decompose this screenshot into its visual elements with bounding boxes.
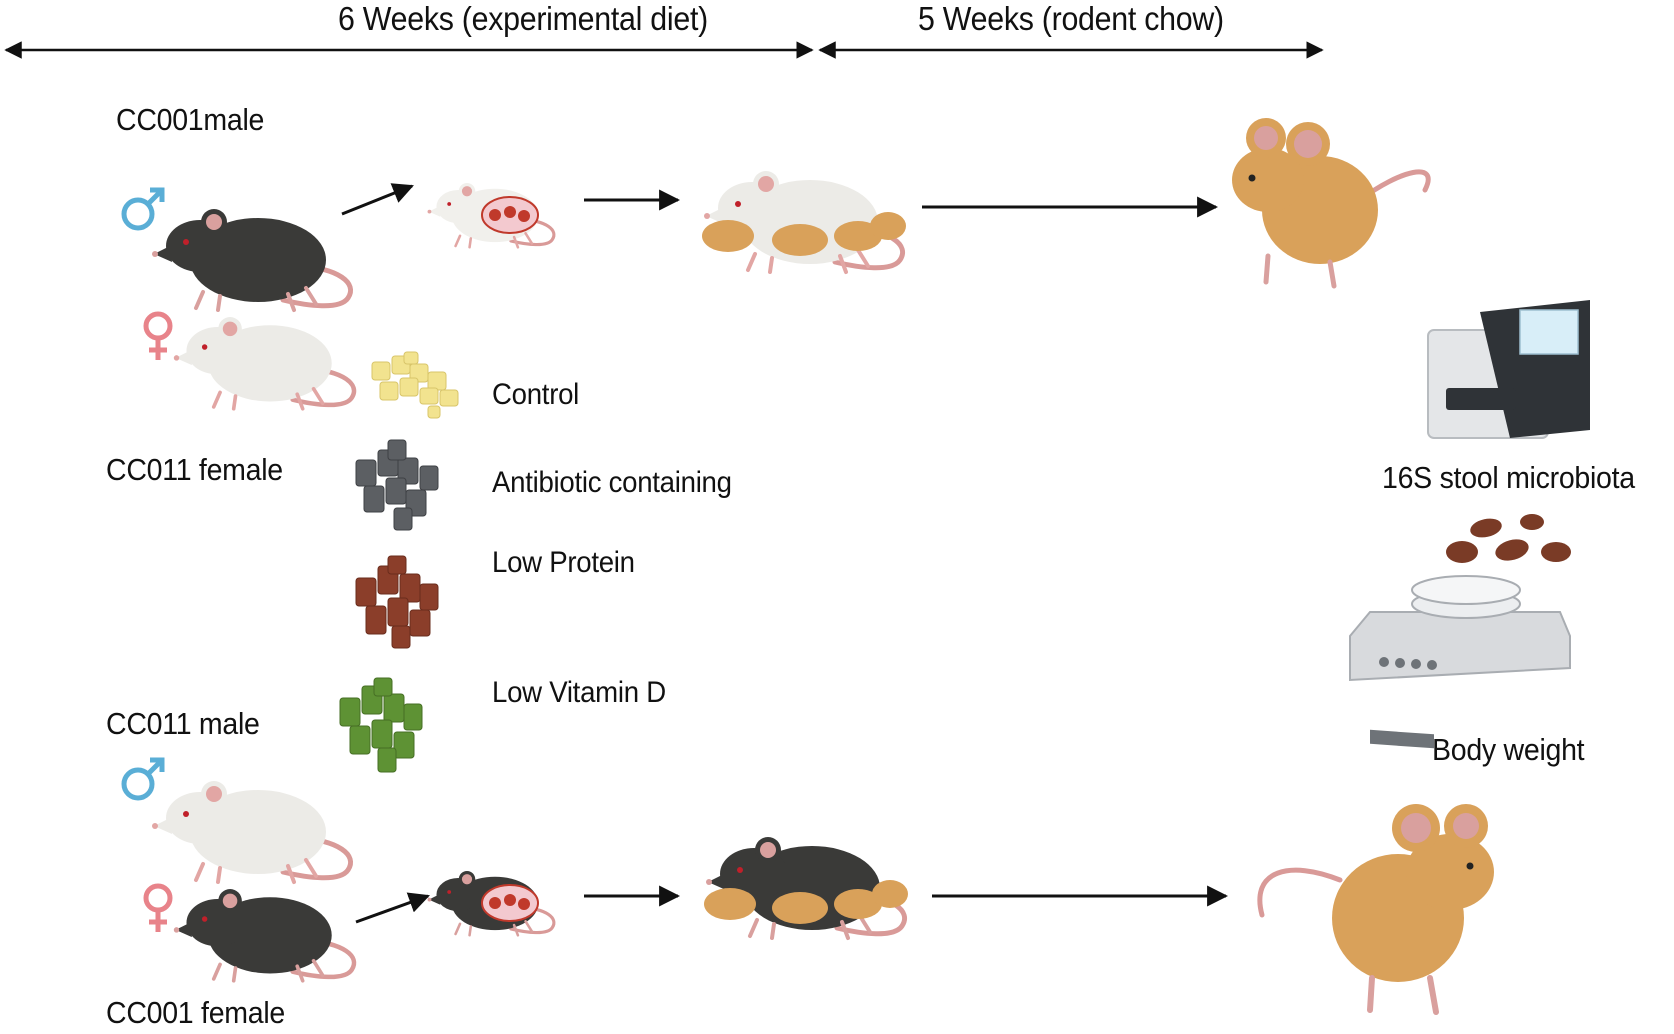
mouse-icon — [173, 889, 355, 981]
diet-label-low-vitamin-d: Low Vitamin D — [492, 676, 666, 709]
diet-label-low-protein: Low Protein — [492, 546, 635, 579]
measurement-label-microbiota: 16S stool microbiota — [1382, 460, 1635, 495]
flow-arrow — [341, 183, 414, 216]
timeline-label-experimental: 6 Weeks (experimental diet) — [338, 0, 708, 37]
scale-icon — [1349, 575, 1571, 749]
cross-label-bottom-male: CC011 male — [106, 706, 260, 741]
diet-pellets-antibiotic-icon — [355, 439, 439, 531]
cross-label-top-female: CC011 female — [106, 452, 283, 487]
mouse-icon — [1232, 118, 1431, 289]
mouse-icon — [173, 317, 355, 409]
female-symbol-icon — [143, 883, 173, 932]
diet-pellets-low-vitamin-d-icon — [339, 677, 423, 773]
sequencer-icon — [1427, 300, 1590, 439]
male-symbol-icon — [121, 187, 165, 231]
stool-pellets-icon — [1446, 514, 1571, 563]
mother-with-pups-icon — [704, 837, 908, 938]
cross-label-bottom-female: CC001 female — [106, 995, 285, 1030]
flow-arrow — [355, 892, 430, 924]
diet-pellets-control-icon — [371, 351, 459, 419]
male-symbol-icon — [121, 757, 165, 801]
mouse-icon — [1257, 804, 1494, 1015]
cross-label-top-male: CC001male — [116, 102, 265, 137]
diet-label-antibiotic: Antibiotic containing — [492, 466, 732, 499]
timeline-label-chow: 5 Weeks (rodent chow) — [918, 0, 1224, 37]
pregnant-mouse-icon — [427, 183, 554, 248]
mouse-icon — [152, 209, 351, 310]
measurement-label-body-weight: Body weight — [1432, 732, 1585, 767]
female-symbol-icon — [143, 311, 173, 360]
diet-label-control: Control — [492, 378, 580, 411]
mother-with-pups-icon — [702, 171, 906, 272]
diet-pellets-low-protein-icon — [355, 555, 439, 649]
pregnant-mouse-icon — [427, 871, 554, 936]
mouse-icon — [152, 781, 351, 882]
